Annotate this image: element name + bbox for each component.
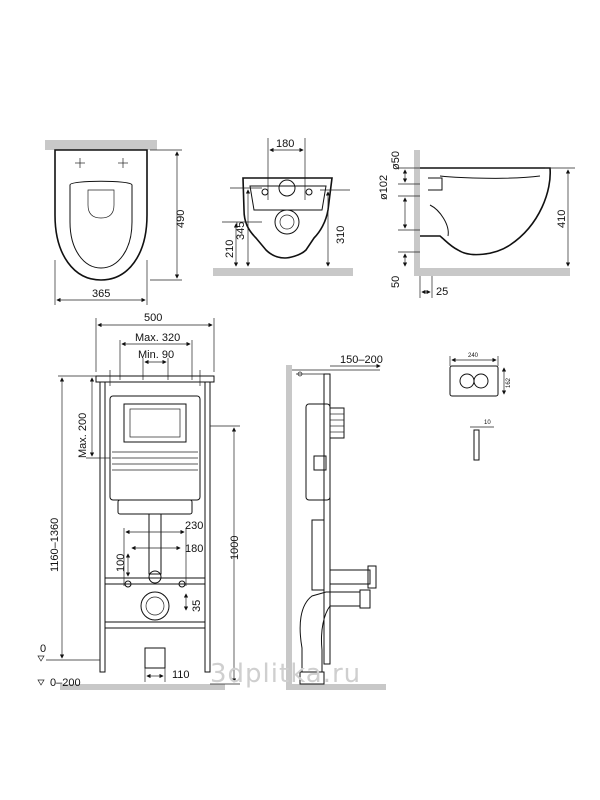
frame-side-view: 150–200 (286, 354, 386, 690)
front-view: 180 345 210 310 (213, 138, 353, 276)
dim-1000-label: 1000 (229, 536, 241, 560)
side-valve (313, 455, 327, 471)
dim-0-200-label: 0–200 (50, 677, 81, 689)
frame-top-rail (95, 375, 215, 383)
dim-240-label: 240 (468, 353, 479, 359)
flush-pipe (148, 513, 162, 575)
frame-crossbar-upper (104, 577, 206, 585)
flush-plate-view: 240 162 10 (449, 353, 512, 461)
dim-25-label: 25 (436, 286, 448, 298)
frame-post-right (204, 381, 211, 673)
dim-210-label: 210 (224, 240, 236, 258)
dim-0-label: 0 (40, 643, 46, 655)
dim-490-label: 490 (175, 210, 187, 228)
stud-right (178, 580, 186, 588)
rim-line (439, 175, 541, 179)
bowl-rim (69, 180, 133, 269)
dim-110-label: 110 (172, 669, 190, 681)
outlet-connection (274, 209, 300, 235)
dim-150-200-label: 150–200 (340, 354, 383, 366)
side-frame-post (323, 373, 331, 665)
level-mark-upper (37, 655, 45, 662)
seat-opening (87, 189, 115, 219)
drain-pipe (144, 647, 166, 669)
side-view-floor (414, 268, 570, 276)
flush-opening (123, 403, 187, 443)
dim-500-label: 500 (144, 312, 162, 324)
dim-50-label: 50 (390, 276, 402, 288)
dim-345-label: 345 (235, 222, 247, 240)
bowl-outline (54, 149, 148, 281)
top-view: 490 365 (45, 140, 187, 305)
side-inlet-pipe (329, 569, 371, 585)
flush-plate (449, 365, 499, 397)
flush-button-small (459, 373, 475, 389)
dim-max200-label: Max. 200 (77, 413, 89, 458)
inlet-stub (428, 177, 443, 191)
side-flush-mechanism (329, 407, 345, 439)
dim-180-label: 180 (276, 138, 294, 150)
dim-max320-label: Max. 320 (135, 332, 180, 344)
inlet-pipe-connection (278, 179, 296, 197)
side-inlet-nut (367, 565, 377, 589)
dim-230-label: 230 (185, 520, 203, 532)
dim-100-label: 100 (115, 554, 127, 572)
flush-button-large (473, 373, 489, 389)
frame-side-floor (286, 684, 386, 690)
frame-front-view: 500 Max. 320 Min. 90 (37, 312, 241, 690)
dim-min90-label: Min. 90 (138, 349, 174, 361)
level-mark-lower (37, 679, 45, 686)
watermark: 3dplitka.ru (210, 659, 361, 689)
front-view-floor (213, 268, 353, 276)
inlet-connector (148, 570, 162, 584)
waste-outlet (140, 591, 170, 621)
dim-35-label: 35 (191, 600, 203, 612)
frame-side-wall (286, 365, 292, 685)
mounting-hole-right (118, 158, 128, 168)
side-waste-bend (299, 591, 361, 673)
side-cistern (305, 403, 331, 501)
bowl-side-outline (420, 167, 551, 256)
dim-162-label: 162 (506, 377, 512, 388)
flush-plate-side (473, 429, 480, 461)
dim-180-frame-label: 180 (185, 543, 203, 555)
bowl-back-outline (242, 177, 333, 259)
dim-410-label: 410 (556, 210, 568, 228)
side-flush-pipe (311, 519, 325, 591)
top-view-wall (45, 140, 157, 150)
fixing-hole-left (261, 188, 269, 196)
dim-d50-label: ø50 (390, 151, 402, 170)
frame-post-left (99, 381, 106, 673)
mounting-hole-left (75, 158, 85, 168)
frame-floor (60, 684, 225, 690)
dim-310-label: 310 (335, 226, 347, 244)
side-view: ø50 ø102 410 50 25 (378, 150, 575, 298)
side-view-wall (414, 150, 420, 270)
dim-1160-1360-label: 1160–1360 (49, 518, 61, 572)
stud-left (124, 580, 132, 588)
fixing-hole-right (305, 188, 313, 196)
outlet-bend (429, 204, 449, 237)
side-waste-outlet (359, 589, 371, 609)
bowl-back-flange (249, 185, 327, 211)
dim-10-label: 10 (484, 420, 491, 426)
dim-365-label: 365 (92, 288, 110, 300)
dim-d102-label: ø102 (378, 175, 390, 200)
frame-crossbar-lower (104, 621, 206, 629)
cistern-base (117, 499, 193, 515)
side-drain-stub (299, 671, 325, 685)
